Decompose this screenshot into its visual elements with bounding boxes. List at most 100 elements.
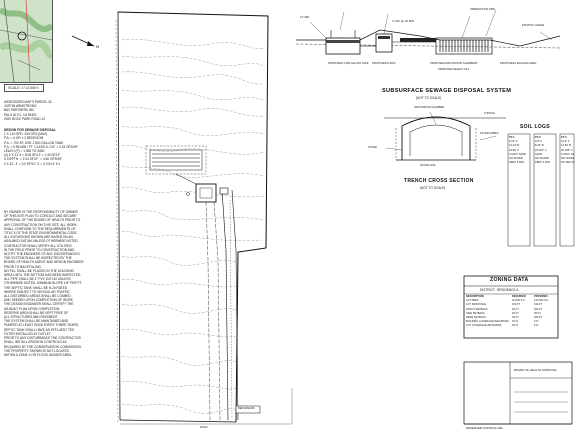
- zoning-cell: SIDE SETBACK: [466, 311, 485, 315]
- general-note-line: ALL ELEVATIONS SHOWN ARE BASED ON AN: [4, 235, 73, 240]
- profile-label-min: 12" MIN: [300, 16, 310, 19]
- general-note-line: CONTRACTOR SHALL VERIFY ALL UTILITIES: [4, 243, 72, 248]
- zoning-cell: FRONT SETBACK: [466, 307, 488, 311]
- zoning-cell: 40 FT: [512, 307, 519, 311]
- general-note-line: THE SYSTEM SHALL BE MAINTAINED AND: [4, 319, 69, 324]
- soil-log-row: 12-30" B: [561, 144, 572, 148]
- zoning-title: ZONING DATA: [490, 277, 529, 283]
- zoning-cell: 3 %: [534, 320, 539, 324]
- general-note-line: THE DESIGN ENGINEER SHALL CERTIFY THE: [4, 302, 74, 307]
- soil-log-row: 30-108" C: [561, 148, 573, 152]
- soil-log-row: 0-12" A: [561, 140, 570, 144]
- soil-log-row: LOAMY SAND: [561, 152, 574, 156]
- board-approval-label: BOARD OF HEALTH APPROVAL: [514, 368, 558, 372]
- general-note-line: THE SYSTEM SHALL BE INSPECTED BY THE: [4, 256, 72, 261]
- soil-log-row: PERC 6 MIN: [535, 161, 550, 165]
- general-note-line: ASSUMED DATUM UNLESS OTHERWISE NOTED.: [4, 239, 79, 244]
- trench-section: [384, 111, 506, 161]
- general-note-line: WITHIN A ZONE II OR FLOOD HAZARD AREA.: [4, 352, 73, 357]
- soil-log-row: NO WATER: [535, 157, 549, 161]
- profile-label-dbox: PROPOSED D-BOX: [372, 62, 396, 65]
- general-note-line: SHALL INSTALL EROSION CONTROLS AS: [4, 340, 67, 345]
- soil-log-row: NO WATER: [509, 157, 523, 161]
- owner-line: JUSTIN ARMSTRONG: [4, 104, 37, 109]
- zoning-cell: LOT FRONTAGE: [466, 303, 486, 307]
- general-note-line: THE PROPERTY SHOWN IS NOT LOCATED: [4, 348, 69, 353]
- design-block: DESIGN FOR SEWAGE DISPOSAL 1 X 110 GPD, …: [4, 128, 108, 166]
- trench-label-native: NATIVE SOIL: [420, 164, 436, 167]
- general-note-line: ALL DISTURBED AREAS SHALL BE LOAMED: [4, 294, 71, 299]
- soil-log-row: NO WATER: [561, 157, 574, 161]
- locus-scale-box: [4, 84, 44, 92]
- locus-map: [0, 0, 53, 83]
- soil-log-row: SAND: [535, 152, 543, 156]
- soil-log-row: 8-26" B: [535, 144, 544, 148]
- profile-label-chambers: PROPOSED INFILTRATOR CHAMBERS: [430, 62, 478, 65]
- profile-leaders: [309, 9, 553, 41]
- general-note-line: APPROVAL OF THE BOARD OF HEALTH PRIOR TO: [4, 218, 81, 223]
- profile-label-tank: PROPOSED 1,500 GALLON TANK: [328, 62, 369, 65]
- trench-label-stone: STONE: [368, 146, 377, 149]
- general-note-line: NOTIFY THE ENGINEER OF ANY DISCREPANCIES…: [4, 252, 81, 257]
- road-label: ROAD: [200, 426, 208, 429]
- general-note-line: AND SEEDED UPON COMPLETION OF WORK.: [4, 298, 74, 303]
- general-note-line: THE SEPTIC TANK SHALL BE H-20 RATED: [4, 285, 68, 290]
- general-note-line: PRIOR TO BACKFILLING.: [4, 264, 42, 269]
- general-note-line: WHERE SUBJECT TO VEHICULAR TRAFFIC.: [4, 289, 71, 294]
- profile-label-fill: PROPOSED SELECT FILL: [438, 68, 470, 71]
- zoning-cell: 25 %: [512, 324, 518, 328]
- general-note-line: FILTER INSTALLED AT OUTLET.: [4, 331, 52, 336]
- zoning-cell: 15 %: [512, 320, 518, 324]
- section-subtitle: (NOT TO SCALE): [416, 96, 442, 100]
- general-note-line: BOARD OF HEALTH AGENT AND DESIGN ENGINEE…: [4, 260, 84, 265]
- utility-lines: [205, 201, 221, 421]
- general-note-line: PRIOR TO ANY DISTURBANCE THE CONTRACTOR: [4, 336, 81, 341]
- soil-log-row: 0-10" A: [509, 140, 518, 144]
- zoning-frame: [463, 275, 559, 339]
- soil-log-id: TP-2: [535, 136, 541, 139]
- zoning-cell: 20 FT: [512, 311, 519, 315]
- reserved-label: RESERVED FOR BOH USE: [466, 426, 503, 430]
- owner-line: BAY PARTNERS INC: [4, 108, 35, 113]
- soil-log-row: LOAMY SAND: [509, 152, 526, 156]
- zoning-cell: REAR SETBACK: [466, 316, 487, 320]
- zoning-district: DISTRICT: RESIDENCE A: [480, 288, 519, 292]
- general-note-line: IN THE FIELD PRIOR TO CONSTRUCTION AND: [4, 247, 75, 252]
- zoning-cell: 150 FT: [534, 303, 543, 307]
- zoning-header: PROVIDED: [534, 295, 548, 298]
- approval-frame: [463, 361, 573, 425]
- design-line: P.A. = 4 OR ± 2 BEDROOM: [4, 136, 44, 141]
- profile-label-leaching: PROPOSED LEACHING AREA: [500, 62, 537, 65]
- owner-line: PALO ALTO, CA 94301: [4, 112, 37, 117]
- trench-label-chamber: INFILTRATOR CHAMBER: [414, 106, 445, 109]
- zoning-header: REQUIRED: [512, 295, 526, 298]
- general-note-line: OF THIS SITE PLAN TO CONTACT AND SECURE: [4, 214, 77, 219]
- zoning-cell: LOT AREA: [466, 299, 479, 303]
- plan-leaching-field: [145, 145, 207, 187]
- trench-subtitle: (NOT TO SCALE): [420, 186, 446, 190]
- general-note-line: AS-BUILT PLAN UPON COMPLETION.: [4, 306, 61, 311]
- zoning-row: LOT COVERAGE (MAXIMUM)25 %6 %: [466, 324, 556, 328]
- driveway: [221, 189, 239, 421]
- soil-log-id: TP-3: [561, 136, 567, 139]
- soil-log-col: TP-1 0-10" A 10-24" B 24-96" C LOAMY SAN…: [509, 136, 530, 165]
- soil-log-row: 26-102" C: [535, 148, 547, 152]
- general-note-line: AREA UNTIL THE BOTTOM HAS BEEN INSPECTED…: [4, 273, 82, 278]
- zoning-header-row: DESCRIPTION REQUIRED PROVIDED: [466, 295, 556, 299]
- trench-label-topsoil: TOPSOIL: [484, 112, 496, 115]
- owner-line: 2020 ROCK PARK ROAD 12: [4, 116, 46, 121]
- soil-logs-title: SOIL LOGS: [520, 124, 550, 130]
- soil-log-row: PERC 8 MIN: [509, 161, 524, 165]
- design-line: LEACH (F) = 1,550 TO 3460: [4, 149, 45, 154]
- zoning-cell: 30 FT: [512, 316, 519, 320]
- zoning-cell: 300 FT: [534, 316, 543, 320]
- general-note-line: NO FILL SHALL BE PLACED IN THE LEACHING: [4, 268, 75, 273]
